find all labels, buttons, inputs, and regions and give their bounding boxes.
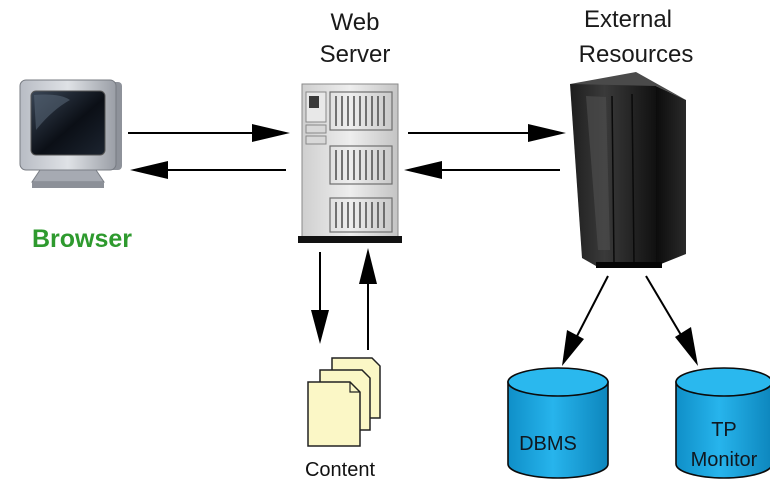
arrow-browser-to-server [128,124,290,142]
arrow-external-to-tp-monitor [645,275,698,366]
dbms-label: DBMS [519,433,577,455]
arrow-external-to-dbms [562,275,609,366]
arrow-external-to-server [404,161,560,179]
external-resources-label-line1: External [584,6,672,33]
dbms-database-icon [507,367,609,479]
external-resources-label-line2: Resources [579,41,694,68]
browser-label: Browser [32,225,132,253]
web-server-label-line1: Web [331,9,380,36]
server-tower-icon [298,83,402,243]
tp-monitor-label-line2: Monitor [691,449,758,471]
tp-monitor-database-icon [675,367,770,479]
mainframe-icon [570,72,686,268]
crt-monitor-icon [19,79,122,188]
document-stack-icon [307,357,381,447]
arrow-content-to-server [359,248,377,350]
arrow-server-to-browser [130,161,286,179]
arrow-server-to-content [311,252,329,344]
arrow-server-to-external [408,124,566,142]
web-server-label-line2: Server [320,41,391,68]
tp-monitor-label-line1: TP [711,419,737,441]
content-label: Content [305,459,375,481]
